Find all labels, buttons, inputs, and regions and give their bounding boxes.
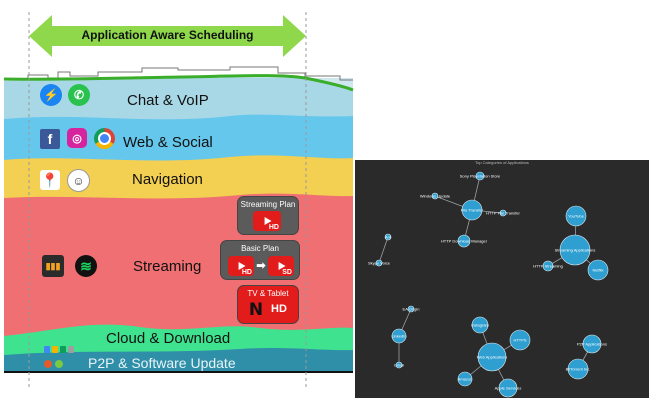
streaming-plan-card: Streaming Plan HD — [238, 197, 298, 234]
graph-node-streamapps — [559, 234, 591, 266]
traffic-skyline — [4, 66, 353, 81]
graph-canvas: Top Categories of Applications Sony Play… — [368, 160, 609, 398]
graph-node-label: Skype Voice — [368, 261, 391, 266]
plan-title: Streaming Plan — [240, 200, 296, 209]
graph-node-p2papps — [582, 334, 602, 354]
graph-node-youtube — [565, 205, 587, 227]
graph-node-https — [509, 329, 531, 351]
graph-node-appleservices — [498, 378, 518, 398]
quality-badge: HD — [241, 269, 252, 276]
whatsapp-icon: ✆ — [68, 84, 90, 106]
graph-node-label: YouTube — [568, 214, 584, 219]
youtube-icon: HD — [253, 211, 281, 231]
graph-node-httpfile — [499, 209, 507, 217]
quality-badge: HD — [271, 303, 287, 315]
p2p-app-icons — [44, 360, 68, 369]
graph-node-label: File Transfer — [461, 208, 484, 213]
graph-node-label: Sony Playstation Store — [460, 174, 501, 179]
graph-node-webapps — [477, 342, 507, 372]
graph-node-label: Amazon — [458, 377, 473, 382]
graph-node-netflix — [587, 259, 609, 281]
graph-node-sony — [475, 171, 485, 181]
graph-node-ant — [384, 233, 392, 241]
youtube-icon: SD — [268, 256, 294, 276]
graph-node-lsorigin — [407, 305, 415, 313]
graph-node-label: Streaming Applications — [555, 248, 596, 253]
graph-node-label: LinkedIn — [391, 334, 406, 339]
scheduling-double-arrow — [29, 15, 306, 57]
quality-badge: HD — [268, 224, 279, 231]
trend-line — [3, 74, 354, 92]
graph-node-linkedin — [391, 328, 407, 344]
netflix-icon: N — [248, 300, 264, 320]
graph-node-bittorrent — [567, 358, 589, 380]
layer-label-navigation: Navigation — [132, 171, 203, 188]
graph-node-httpstream — [542, 260, 554, 272]
graph-node-label: EA Origin — [403, 307, 420, 312]
layer-label-chat: Chat & VoIP — [127, 92, 209, 109]
graph-node-label: Instagram — [471, 323, 489, 328]
graph-node-winupd — [431, 192, 439, 200]
youtube-icon: HD — [228, 256, 254, 276]
waze-icon: ☺ — [67, 169, 90, 192]
app-category-graph: Top Categories of Applications Sony Play… — [355, 160, 649, 398]
graph-node-label: HTTP Streaming — [533, 264, 563, 269]
plan-title: TV & Tablet — [247, 289, 289, 298]
graph-node-amazon — [457, 371, 473, 387]
graph-title: Top Categories of Applications — [475, 160, 529, 165]
layer-label-web: Web & Social — [123, 134, 213, 151]
graph-node-label: HTTPS — [513, 338, 526, 343]
graph-node-label: Ant — [385, 235, 392, 240]
graph-node-label: BitTorrent Inc. — [566, 367, 591, 372]
graph-node-label: Gmail — [394, 363, 405, 368]
deezer-icon: ▮▮▮ — [42, 255, 64, 277]
facebook-icon: f — [40, 129, 60, 149]
graph-node-label: HTTP File Transfer — [486, 211, 520, 216]
arrow-right-icon: ➡ — [256, 259, 266, 272]
google-maps-icon: 📍 — [40, 170, 60, 190]
graph-node-label: P2P Applications — [577, 342, 607, 347]
spotify-icon: ≋ — [75, 255, 97, 277]
plan-title: Basic Plan — [241, 244, 279, 253]
graph-node-label: Windows Update — [420, 194, 451, 199]
messenger-icon: ⚡ — [40, 84, 62, 106]
graph-node-label: Web Applications — [477, 355, 508, 360]
graph-node-instagram — [471, 316, 489, 334]
chrome-icon — [94, 128, 115, 149]
graph-node-skype — [375, 259, 383, 267]
graph-node-filexfer — [461, 199, 483, 221]
graph-edge — [378, 236, 389, 264]
layer-label-p2p: P2P & Software Update — [88, 355, 236, 371]
tv-tablet-plan-card: TV & Tablet N HD — [238, 286, 298, 323]
graph-node-httpdm — [457, 234, 471, 248]
graph-node-gmail — [395, 361, 403, 369]
quality-badge: SD — [282, 269, 292, 276]
graph-node-label: Netflix — [592, 268, 603, 273]
cloud-app-icons — [44, 346, 74, 354]
p2p-layer — [4, 348, 353, 372]
graph-node-label: Apple Services — [495, 386, 522, 391]
layer-label-streaming: Streaming — [133, 258, 202, 275]
banner-title: Application Aware Scheduling — [81, 28, 254, 42]
instagram-icon: ◎ — [67, 128, 87, 148]
basic-plan-card: Basic Plan HD ➡ SD — [221, 241, 299, 279]
graph-node-label: HTTP Download Manager — [441, 239, 488, 244]
layer-label-cloud: Cloud & Download — [106, 330, 231, 347]
